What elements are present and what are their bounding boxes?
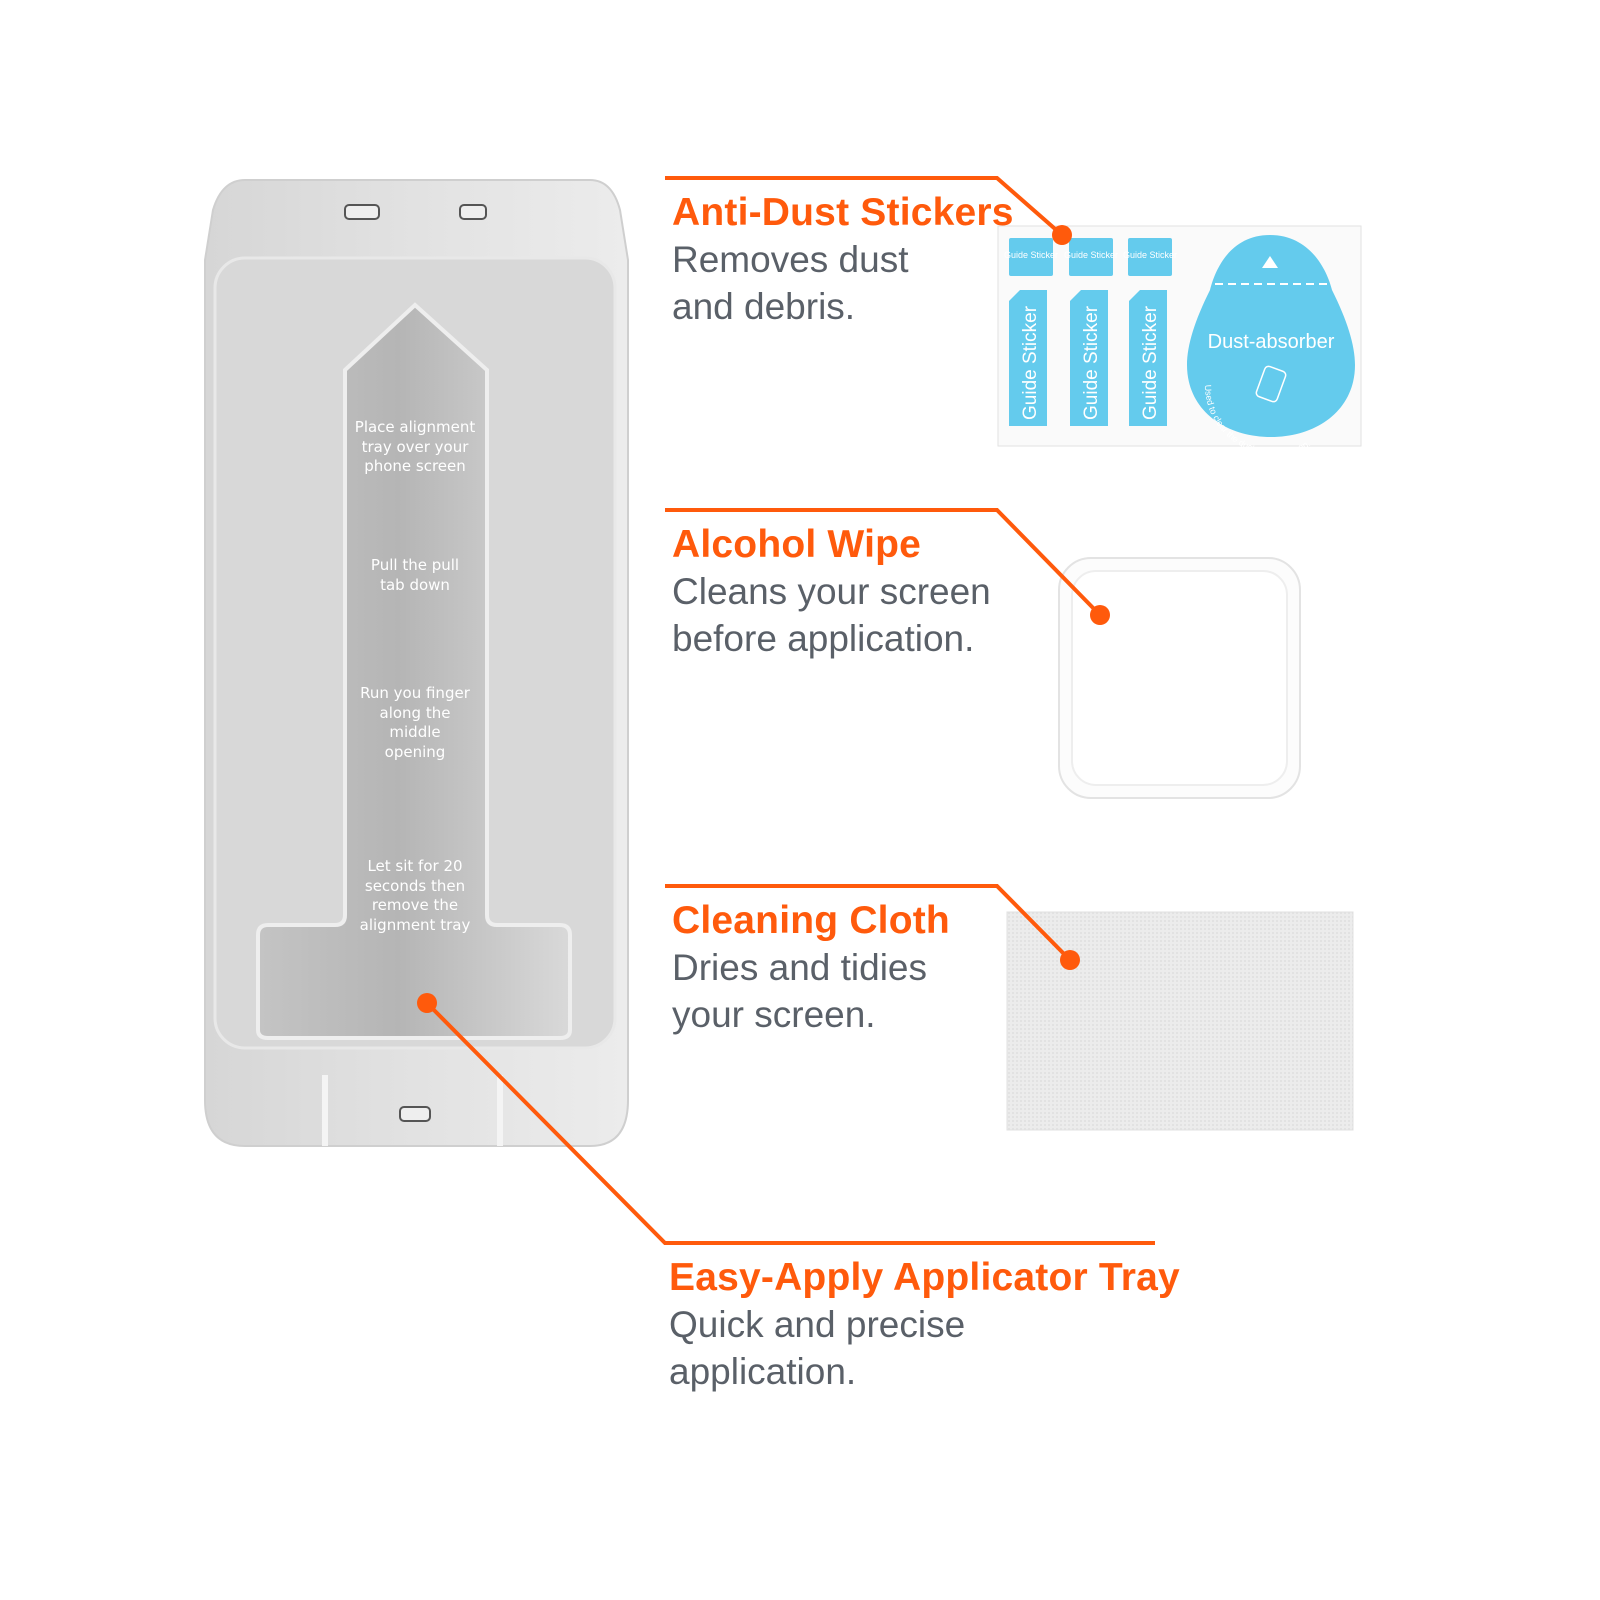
dust-absorber-label: Dust-absorber [1208,331,1335,353]
guide-sticker-small-label: Guide Sticker [1064,250,1118,260]
cleaning-cloth [1006,911,1354,1131]
tray-step-3: Run you finger along the middle opening [360,684,470,761]
callout-line: Removes dust [672,239,909,280]
callout-cleaning-cloth: Cleaning Cloth Dries and tidies your scre… [672,898,1032,1038]
tray-step-1: Place alignment tray over your phone scr… [354,418,476,475]
callout-dots [417,225,1110,1013]
callout-line: and debris. [672,286,856,327]
callout-line: Dries and tidies [672,947,928,988]
tray-step-2: Pull the pull tab down [370,556,460,594]
tray-step-4: Let sit for 20 seconds then remove the a… [359,857,471,934]
callout-anti-dust-stickers: Anti-Dust Stickers Removes dust and debri… [672,190,1032,330]
phone-hand-icon [1255,365,1287,403]
callout-line: Quick and precise [669,1304,966,1345]
guide-sticker-label: Guide Sticker [1081,305,1102,420]
callout-title: Easy-Apply Applicator Tray [669,1256,1180,1299]
alcohol-wipe [1058,557,1301,799]
guide-sticker-small-label: Guide Sticker [1004,250,1058,260]
applicator-tray [204,179,629,1147]
guide-sticker-small-label: Guide Sticker [1123,250,1177,260]
callout-title: Alcohol Wipe [672,523,922,566]
callout-applicator-tray: Easy-Apply Applicator Tray Quick and pre… [669,1255,1180,1395]
anti-dust-sticker-sheet: Guide Sticker Guide Sticker Guide Sticke… [997,225,1362,457]
callout-line: before application. [672,618,975,659]
leader-lines [425,176,1155,1245]
callout-title: Anti-Dust Stickers [672,191,1014,234]
guide-sticker-label: Guide Sticker [1140,305,1161,420]
guide-sticker-label: Guide Sticker [1020,305,1041,420]
callout-alcohol-wipe: Alcohol Wipe Cleans your screen before ap… [672,522,1032,662]
callout-line: your screen. [672,994,876,1035]
callout-title: Cleaning Cloth [672,899,950,942]
callout-line: application. [669,1351,857,1392]
callout-line: Cleans your screen [672,571,991,612]
